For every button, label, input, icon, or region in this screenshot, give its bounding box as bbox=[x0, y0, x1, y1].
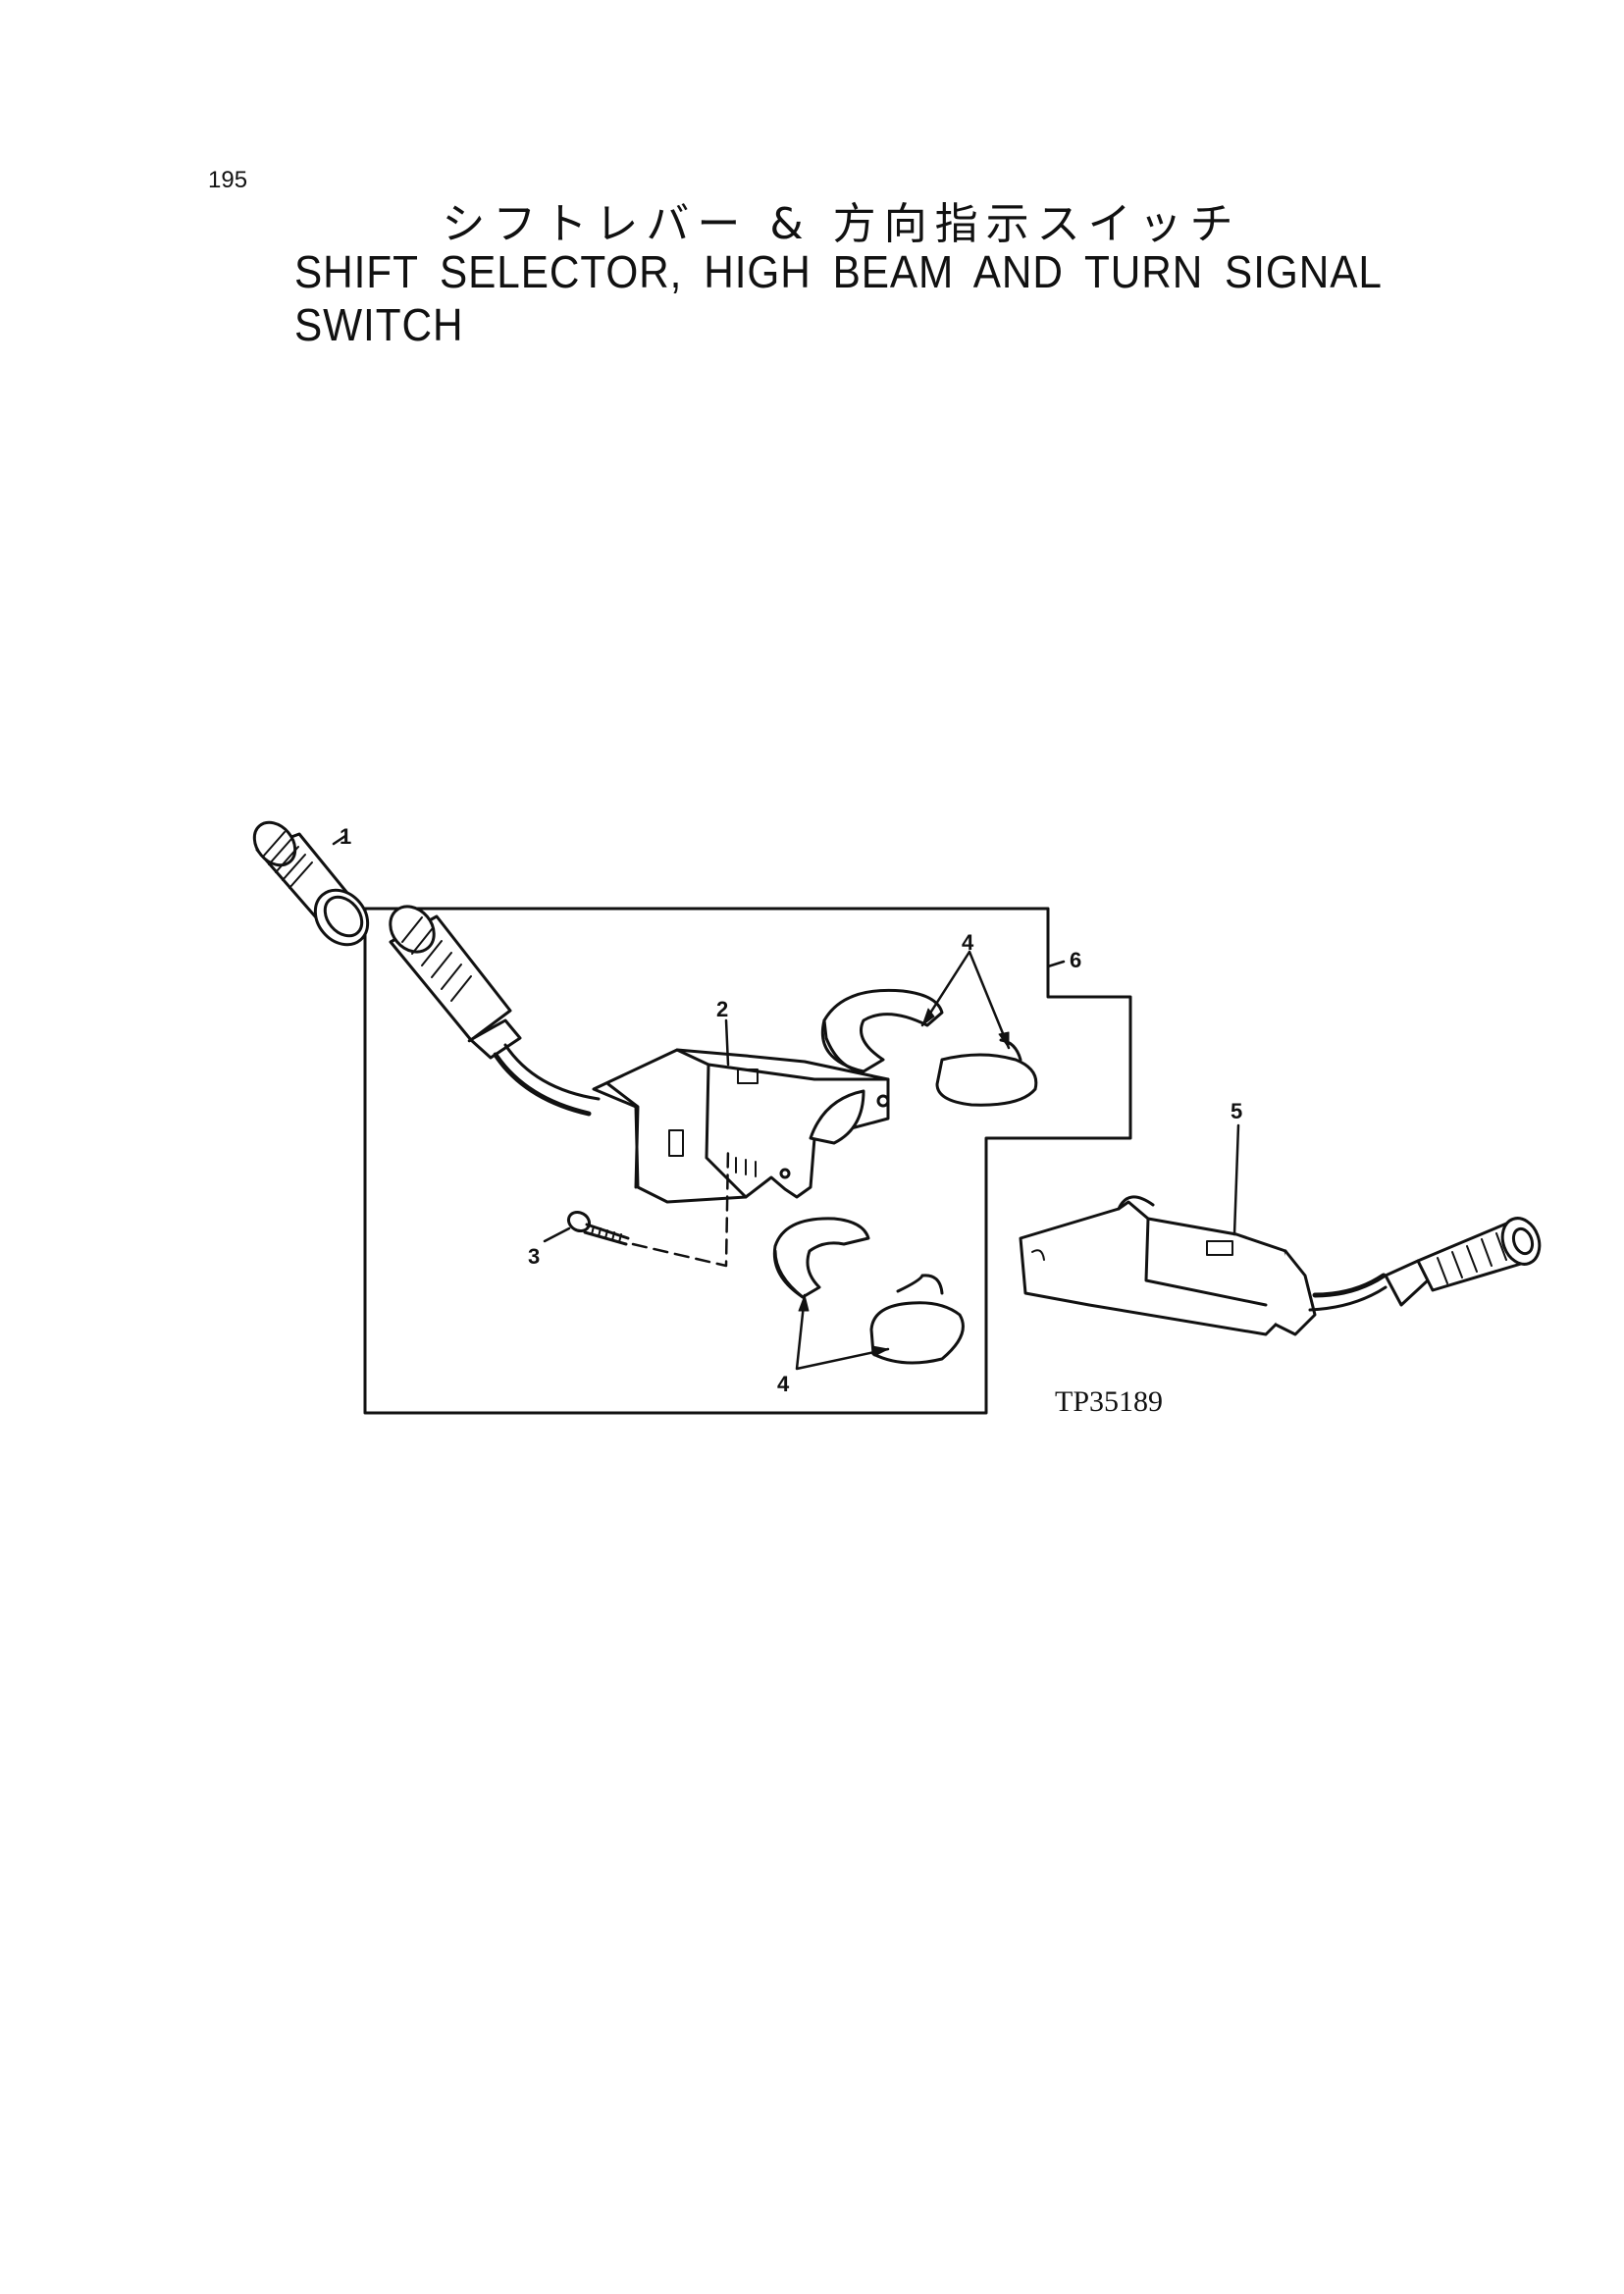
callout-5: 5 bbox=[1231, 1099, 1242, 1123]
callout-6: 6 bbox=[1070, 948, 1081, 972]
kit-boundary-outline bbox=[363, 907, 1132, 1415]
page-number: 195 bbox=[208, 167, 248, 193]
switch-assembly-part bbox=[389, 905, 890, 1204]
callout-1: 1 bbox=[340, 824, 351, 849]
leader-line-1 bbox=[332, 834, 347, 846]
leader-line-2 bbox=[724, 1018, 730, 1067]
leader-line-5 bbox=[1232, 1123, 1240, 1236]
screw-hidden-path-line bbox=[631, 1146, 730, 1268]
callout-4-upper: 4 bbox=[962, 930, 974, 955]
page-title-english: SHIFT SELECTOR, HIGH BEAM AND TURN SIGNA… bbox=[294, 246, 1382, 350]
arrowhead bbox=[998, 1031, 1010, 1049]
spacer-lower-left bbox=[772, 1217, 870, 1299]
spacer-upper-left bbox=[820, 988, 944, 1073]
grip-cover-part bbox=[252, 820, 370, 947]
callout-2: 2 bbox=[716, 997, 728, 1021]
leader-line-6 bbox=[1046, 960, 1066, 968]
spacer-lower-right bbox=[869, 1274, 965, 1365]
leader-line-3 bbox=[543, 1226, 571, 1243]
arrowhead bbox=[921, 1008, 935, 1026]
spacer-upper-right bbox=[935, 1038, 1038, 1107]
screw-part bbox=[566, 1210, 630, 1246]
callout-4-lower: 4 bbox=[777, 1372, 790, 1396]
arrowhead bbox=[798, 1294, 810, 1312]
switch-assembly-mirror-part bbox=[1019, 1195, 1542, 1336]
page-title-japanese: シフトレバー & 方向指示スイッチ bbox=[442, 199, 1241, 249]
arrowhead bbox=[871, 1345, 889, 1357]
callout-3: 3 bbox=[528, 1244, 540, 1269]
leader-line-4-upper bbox=[920, 950, 1011, 1050]
drawing-code: TP35189 bbox=[1055, 1385, 1163, 1418]
